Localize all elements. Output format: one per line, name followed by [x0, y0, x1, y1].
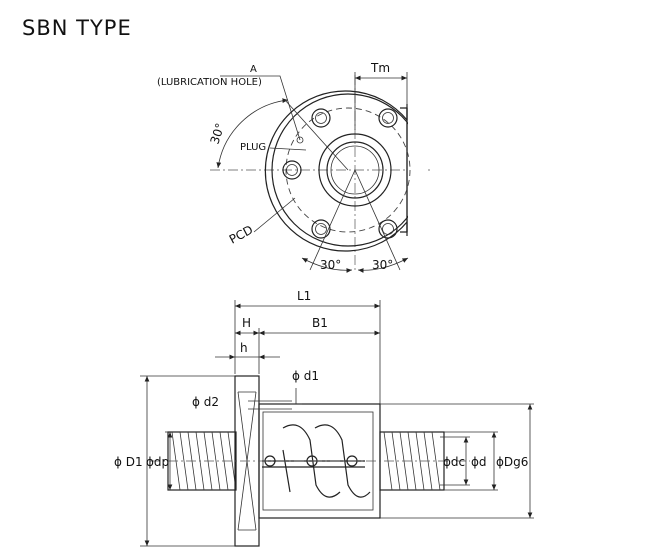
- label-l1: L1: [297, 289, 311, 303]
- label-a: A: [250, 64, 257, 75]
- label-lubrication-hole: (LUBRICATION HOLE): [157, 77, 262, 88]
- label-plug: PLUG: [240, 142, 266, 153]
- page-title: SBN TYPE: [22, 16, 132, 40]
- label-h-cap: H: [242, 316, 251, 330]
- label-dg6: ϕDg6: [496, 455, 528, 469]
- label-d2: ϕ d2: [192, 395, 219, 409]
- label-angle-bottom-left: 30°: [320, 258, 341, 272]
- label-d1: ϕ d1: [292, 369, 319, 383]
- label-outer-d1: ϕ D1: [114, 455, 143, 469]
- label-d: ϕd: [471, 455, 487, 469]
- label-h-small: h: [240, 341, 248, 355]
- label-b1: B1: [312, 316, 328, 330]
- label-dp: ϕdp: [146, 455, 169, 469]
- label-angle-left: 30°: [208, 121, 228, 146]
- nut-side-view: [140, 300, 534, 547]
- label-pcd: PCD: [227, 223, 256, 247]
- flange-front-view: [210, 72, 430, 273]
- label-dc: ϕdc: [443, 455, 465, 469]
- label-tm: Tm: [370, 61, 390, 75]
- label-angle-bottom-right: 30°: [372, 258, 393, 272]
